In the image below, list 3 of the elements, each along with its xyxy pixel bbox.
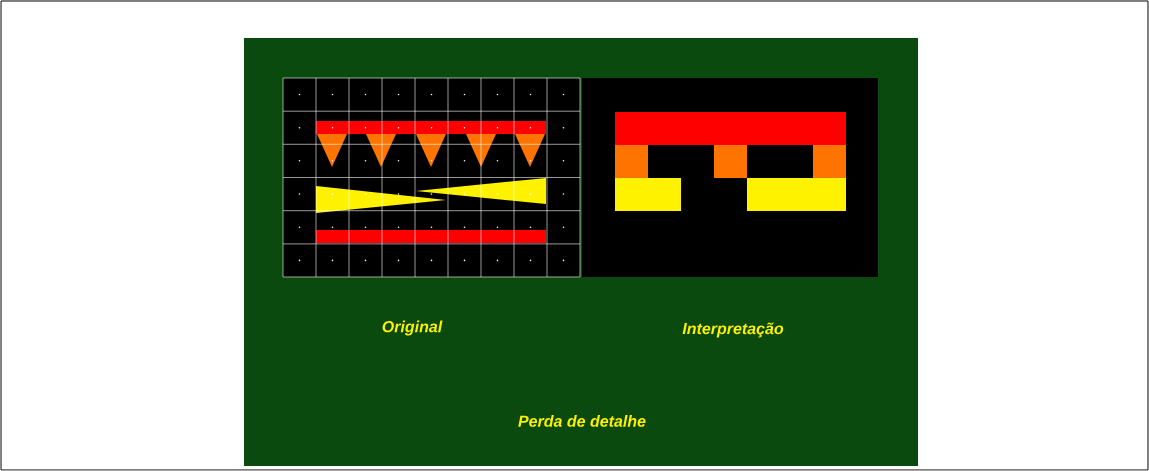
- caption-text: Original: [382, 320, 443, 336]
- caption-text: Perda de detalhe: [518, 415, 646, 427]
- caption-text: Interpretação: [682, 322, 784, 338]
